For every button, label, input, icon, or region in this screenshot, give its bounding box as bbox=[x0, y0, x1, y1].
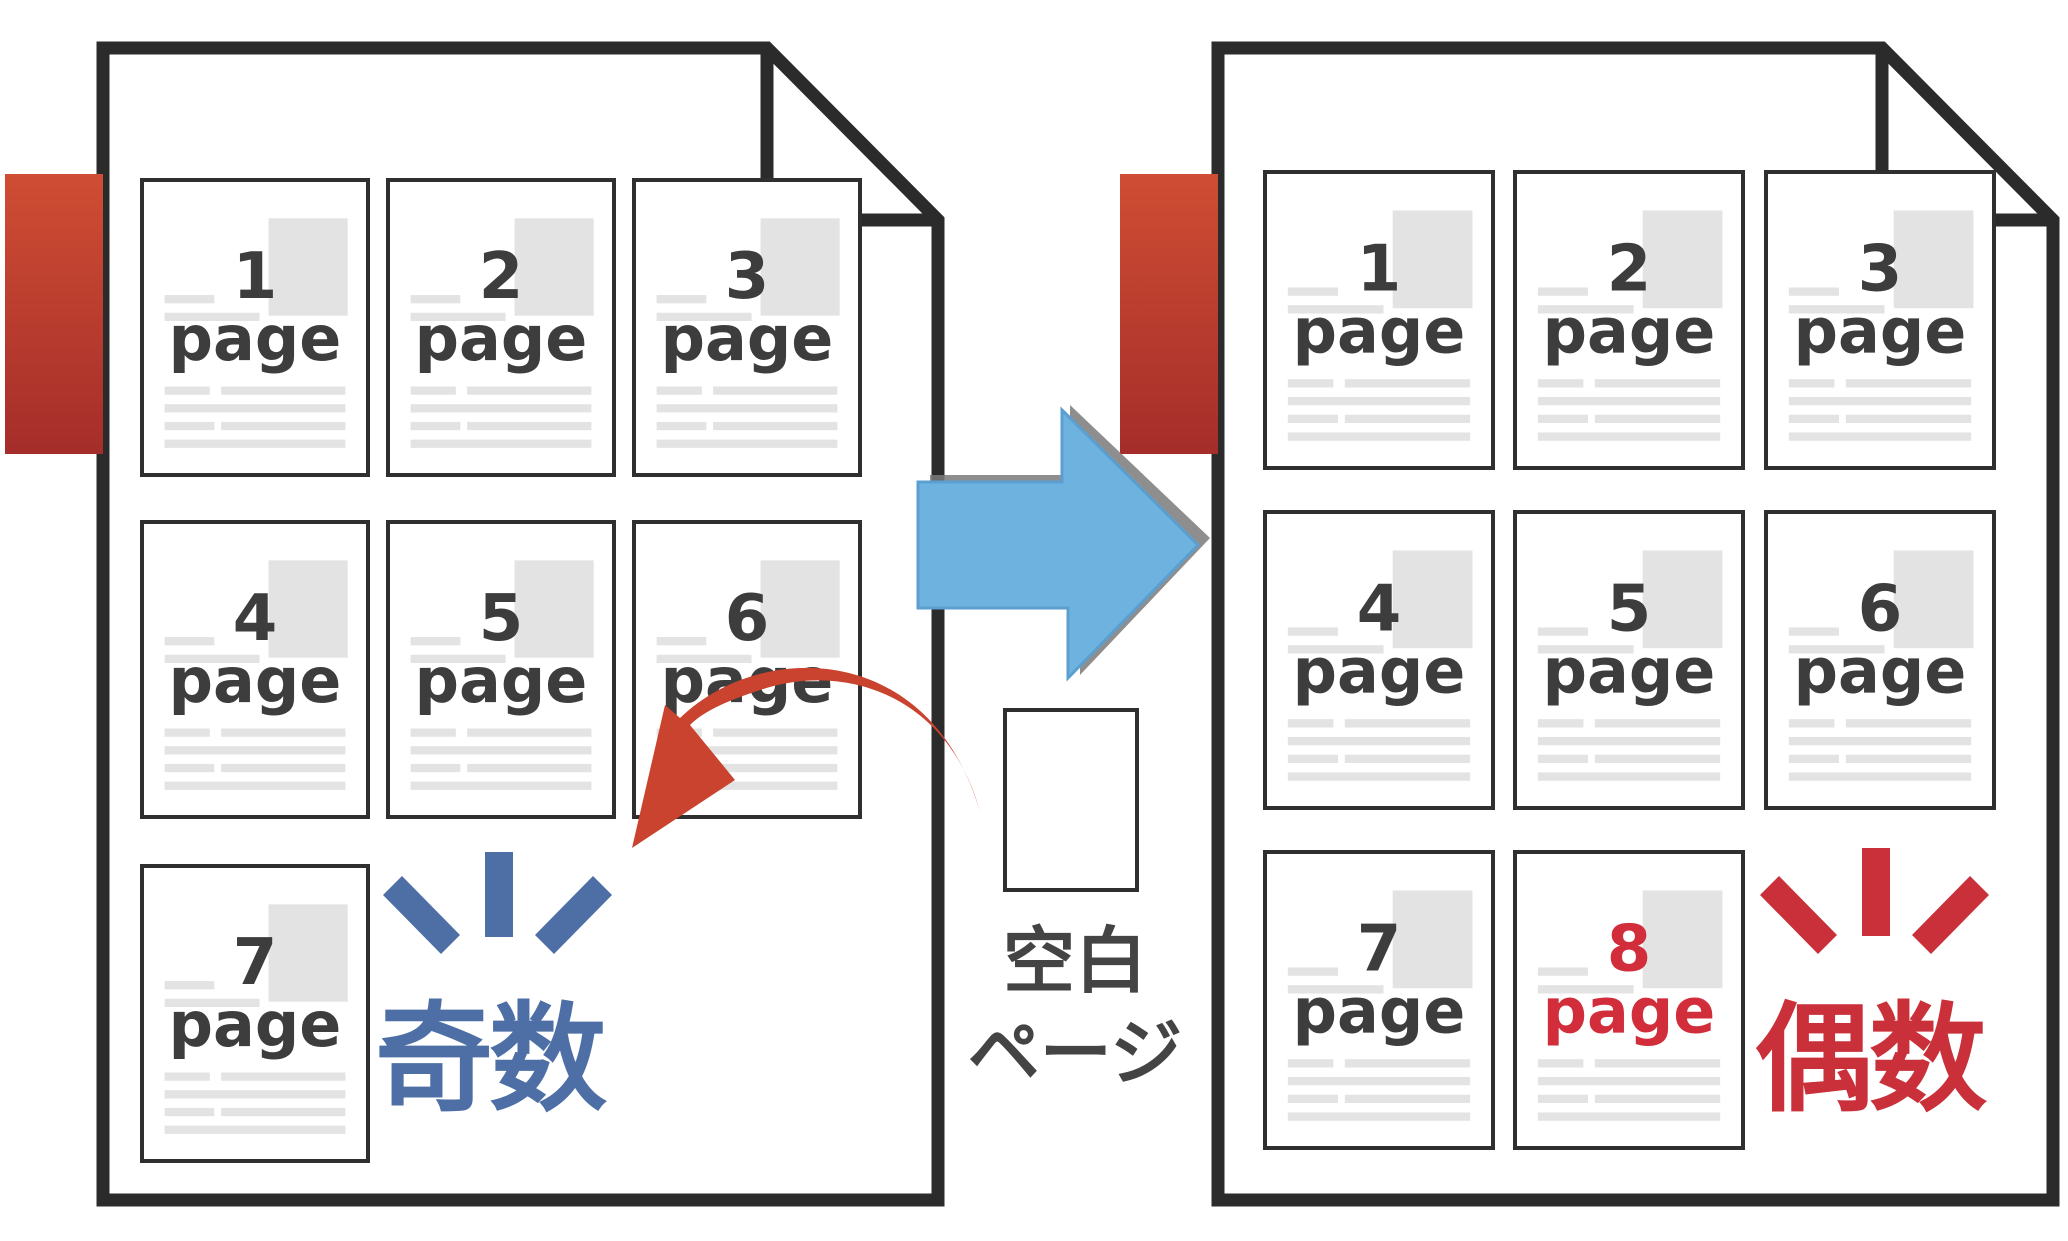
page-number: 3 bbox=[1858, 232, 1903, 306]
right-red-band-tab bbox=[1120, 174, 1218, 454]
page-number: 5 bbox=[479, 582, 524, 656]
page-label: page bbox=[169, 644, 342, 717]
page-number: 8 bbox=[1607, 912, 1652, 986]
page-label: page bbox=[415, 302, 588, 375]
page-label: page bbox=[169, 302, 342, 375]
blank-page-label-line2: ページ bbox=[967, 1011, 1183, 1095]
page-number: 4 bbox=[233, 582, 278, 656]
page-number: 3 bbox=[725, 240, 770, 314]
left-red-band-tab bbox=[5, 174, 103, 454]
page-number: 2 bbox=[1607, 232, 1652, 306]
curved-arrow-icon bbox=[632, 667, 980, 848]
right-arrow-icon bbox=[916, 405, 1210, 682]
page-label: page bbox=[661, 302, 834, 375]
page-number: 6 bbox=[725, 582, 770, 656]
page-label: page bbox=[1293, 635, 1466, 708]
page-label: page bbox=[1794, 295, 1967, 368]
page-number: 4 bbox=[1357, 572, 1402, 646]
emphasis-marks-icon bbox=[383, 852, 612, 954]
even-count-label: 偶数 bbox=[1755, 990, 1987, 1128]
blank-page-label: 空白 ページ bbox=[950, 915, 1200, 1099]
page-label: page bbox=[1543, 975, 1716, 1048]
blank-page-label-line1: 空白 bbox=[1002, 919, 1147, 1003]
page-number: 5 bbox=[1607, 572, 1652, 646]
page-number: 7 bbox=[233, 926, 278, 1000]
page-label: page bbox=[1293, 975, 1466, 1048]
page-number: 1 bbox=[1357, 232, 1402, 306]
page-label: page bbox=[415, 644, 588, 717]
page-number: 1 bbox=[233, 240, 278, 314]
page-label: page bbox=[1543, 295, 1716, 368]
page-label: page bbox=[1543, 635, 1716, 708]
page-number: 7 bbox=[1357, 912, 1402, 986]
emphasis-marks-icon bbox=[1760, 848, 1989, 954]
page-label: page bbox=[1794, 635, 1967, 708]
blank-page-card bbox=[1003, 708, 1139, 892]
odd-count-label: 奇数 bbox=[375, 990, 607, 1128]
page-number: 6 bbox=[1858, 572, 1903, 646]
page-number: 2 bbox=[479, 240, 524, 314]
page-label: page bbox=[169, 988, 342, 1061]
page-label: page bbox=[1293, 295, 1466, 368]
